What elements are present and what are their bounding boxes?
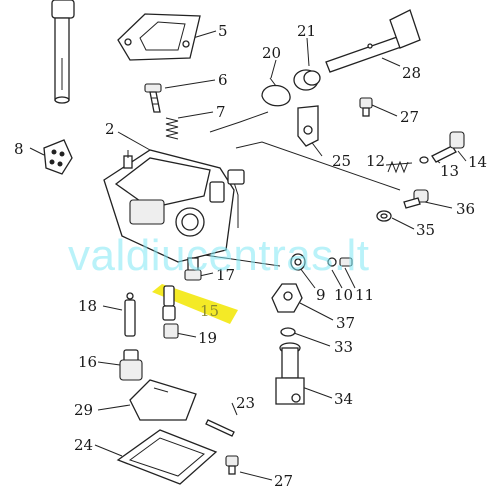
callout-9: 9 <box>316 286 326 304</box>
callout-35: 35 <box>416 221 435 239</box>
callout-5: 5 <box>218 22 228 40</box>
callout-16: 16 <box>78 353 97 371</box>
callout-8: 8 <box>14 140 24 158</box>
part-21-bushing <box>293 69 321 91</box>
part-24-gasket <box>116 429 218 485</box>
callout-13: 13 <box>440 162 459 180</box>
part-7-spring <box>165 117 179 140</box>
part-2-carburetor-body <box>103 149 245 263</box>
callout-23: 23 <box>236 394 255 412</box>
part-6-screw <box>144 83 162 113</box>
callout-34: 34 <box>334 390 353 408</box>
part-18-pin <box>124 292 136 337</box>
part-23-pin <box>205 419 235 437</box>
callout-24: 24 <box>74 436 93 454</box>
callout-12: 12 <box>366 152 385 170</box>
part-35-oring <box>376 210 392 222</box>
part-36-screw <box>403 189 429 209</box>
callout-18: 18 <box>78 297 97 315</box>
part-5-gasket <box>117 13 201 61</box>
part-16-fitting <box>119 349 143 381</box>
part-12-spring <box>387 160 409 174</box>
callout-7: 7 <box>216 103 226 121</box>
part-27-screw-bottom <box>225 455 239 475</box>
callout-36: 36 <box>456 200 475 218</box>
callout-20: 20 <box>262 44 281 62</box>
callout-19: 19 <box>198 329 217 347</box>
part-13-oring <box>419 156 429 164</box>
part-27-screw-top <box>359 97 373 117</box>
watermark-text: valdiucentras.lt <box>68 231 369 280</box>
part-17-jet <box>184 257 202 281</box>
part-19-nut <box>163 323 179 339</box>
callout-labels: 5 6 7 2 8 20 21 28 27 25 12 13 14 36 35 … <box>14 22 487 490</box>
callout-10: 10 <box>334 286 353 304</box>
callout-2: 2 <box>105 120 115 138</box>
part-20-clip <box>261 77 291 107</box>
callout-27-bottom: 27 <box>274 472 293 490</box>
part-29-block <box>129 379 197 421</box>
callout-15: 15 <box>200 302 219 320</box>
part-28-shaft <box>325 9 421 73</box>
callout-17: 17 <box>216 266 235 284</box>
part-34-plunger <box>275 342 305 405</box>
part-15-highlighted <box>152 284 238 324</box>
part-33-oring <box>280 327 296 337</box>
part-8-diaphragm <box>43 139 73 175</box>
callout-25: 25 <box>332 152 351 170</box>
callout-29: 29 <box>74 401 93 419</box>
callout-11: 11 <box>355 286 374 304</box>
callout-37: 37 <box>336 314 355 332</box>
part-9-washer <box>290 253 306 271</box>
part-10-oring <box>327 257 337 267</box>
callout-6: 6 <box>218 71 228 89</box>
callout-14: 14 <box>468 153 487 171</box>
part-37-cap <box>271 283 303 313</box>
part-11-screw <box>339 257 353 267</box>
part-14-needle <box>431 131 465 163</box>
callout-28: 28 <box>402 64 421 82</box>
callout-27-top: 27 <box>400 108 419 126</box>
part-shaft-vertical <box>51 0 75 104</box>
callout-21: 21 <box>297 22 316 40</box>
callout-33: 33 <box>334 338 353 356</box>
part-25-lever <box>297 105 319 147</box>
